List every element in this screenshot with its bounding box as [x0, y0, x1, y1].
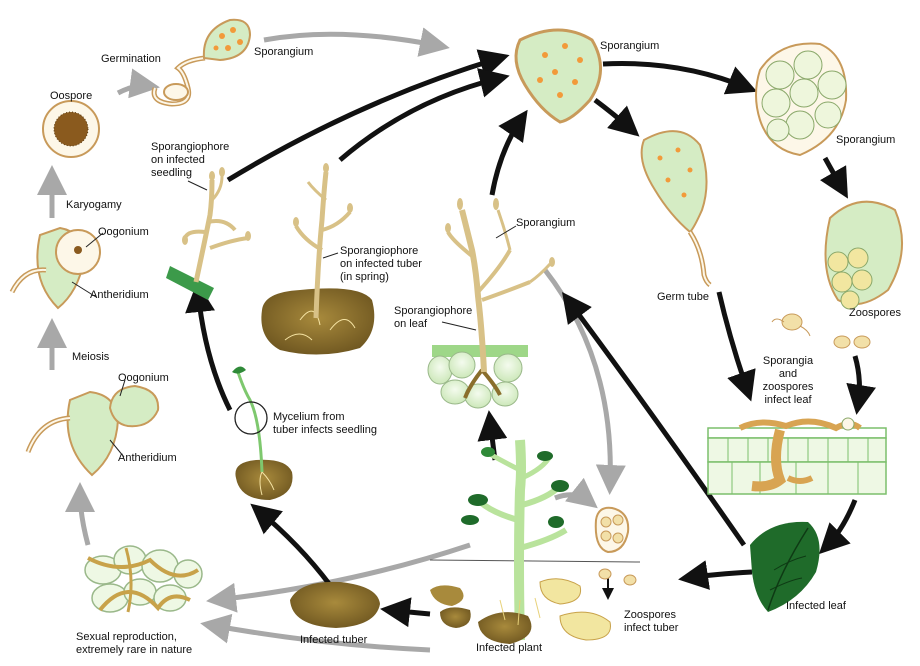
arrow-oospore-to-germination: [118, 86, 150, 93]
arrow-tuber-to-sporangium: [340, 78, 500, 160]
label-infected-plant: Infected plant: [476, 642, 542, 655]
label-sporangiophore-seedling: Sporangiophore on infected seedling: [151, 141, 229, 180]
arrow-tissue-to-infectedleaf: [826, 500, 855, 547]
label-sporangium-center: Sporangium: [600, 40, 659, 53]
arrow-plant-to-tuber: [390, 610, 430, 614]
sexual-reproduction-illustration: [85, 546, 202, 612]
arrow-sporangium-to-center: [264, 34, 440, 46]
zoospores-tuber-illustration: [596, 508, 636, 585]
label-sporangium-right: Sporangium: [836, 134, 895, 147]
sporangium-center-illustration: [516, 30, 601, 122]
oospore-illustration: [43, 101, 99, 157]
arrow-zoospores-to-leaf: [855, 356, 859, 405]
arrow-infectedleaf-to-leafsporangium: [568, 300, 744, 545]
germinating-oospore-illustration: [154, 20, 250, 104]
arrow-sporangium-to-zoospores: [825, 158, 843, 190]
arrow-plant-to-leafsporangium: [555, 495, 590, 502]
arrow-germ-to-leaf: [719, 292, 748, 392]
sporangiophore-seedling-illustration: [166, 167, 251, 300]
label-oogonium-lower: Oogonium: [118, 372, 169, 385]
arrow-seedling-to-sporangium: [228, 58, 500, 180]
label-zoospores: Zoospores: [849, 307, 901, 320]
sporangium-right-illustration: [756, 44, 846, 155]
label-sporangiophore-tuber: Sporangiophore on infected tuber (in spr…: [340, 245, 422, 284]
arrow-sexual-up: [80, 492, 88, 545]
infected-tuber-illustration: [290, 582, 380, 628]
label-infected-leaf: Infected leaf: [786, 600, 846, 613]
label-mycelium: Mycelium from tuber infects seedling: [273, 411, 377, 437]
arrow-leaf-to-sporangium: [545, 270, 610, 485]
label-sporangia-infect-leaf: Sporangia and zoospores infect leaf: [752, 355, 824, 407]
label-zoospores-infect-tuber: Zoospores infect tuber: [624, 609, 678, 635]
arrow-seedling-to-sporangiophore: [198, 292, 230, 410]
label-sporangiophore-leaf: Sporangiophore on leaf: [394, 305, 472, 331]
arrow-center-to-zoosporangium: [603, 64, 748, 89]
germ-tube-illustration: [642, 131, 710, 285]
label-germ-tube: Germ tube: [657, 291, 709, 304]
label-infected-tuber: Infected tuber: [300, 634, 367, 647]
infected-leaf-illustration: [750, 522, 820, 612]
label-karyogamy: Karyogamy: [66, 199, 122, 212]
arrow-tuber-to-seedling: [258, 510, 330, 585]
leaf-tissue-illustration: [708, 418, 886, 494]
label-oospore: Oospore: [50, 90, 92, 103]
label-oogonium-upper: Oogonium: [98, 226, 149, 239]
arrow-center-to-germ: [595, 100, 632, 130]
label-meiosis: Meiosis: [72, 351, 109, 364]
karyogamy-illustration: [12, 228, 100, 308]
label-germination: Germination: [101, 53, 161, 66]
label-sporangium-leaf: Sporangium: [516, 217, 575, 230]
arrow-leaf-to-sporangium-center: [492, 118, 522, 195]
label-antheridium-upper: Antheridium: [90, 289, 149, 302]
arrow-infectedleaf-to-zoospores: [688, 572, 752, 578]
zoospores-illustration: [772, 202, 902, 348]
label-sexual-reproduction: Sexual reproduction, extremely rare in n…: [76, 631, 192, 657]
label-sporangium-top: Sporangium: [254, 46, 313, 59]
label-antheridium-lower: Antheridium: [118, 452, 177, 465]
